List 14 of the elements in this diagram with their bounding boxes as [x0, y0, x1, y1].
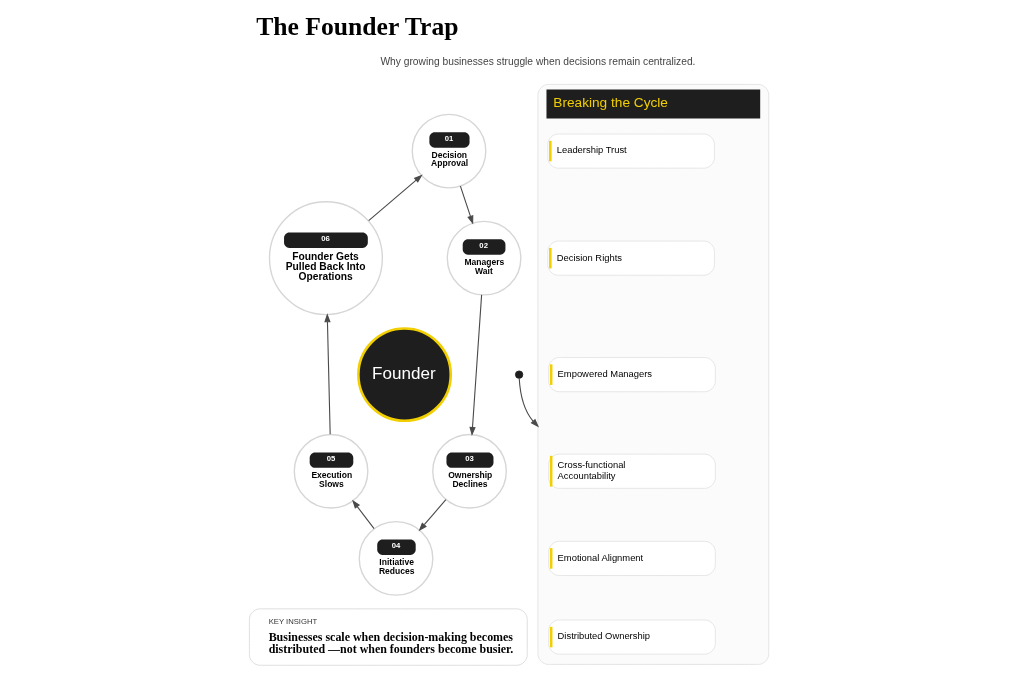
arrow	[459, 185, 473, 225]
label: Why growing businesses struggle when decisions remain centralized.	[379, 55, 695, 67]
node-circle: Founder	[356, 327, 452, 423]
node-circle: 02 Managers Wait	[446, 220, 521, 296]
arrow	[418, 499, 446, 532]
node-circle: 03 Ownership Declines	[431, 433, 507, 509]
arrow	[351, 499, 375, 530]
node-box: KEY INSIGHT Businesses scale when decision-making becomes distributed —not when founders become busier.	[248, 608, 528, 666]
arrow	[518, 377, 539, 428]
arrow	[468, 294, 482, 436]
diagram-title: The Founder Trap	[255, 11, 458, 41]
arrow	[367, 174, 423, 222]
node-circle: 06 Founder Gets Pulled Back Into Operations	[268, 201, 383, 316]
arrow	[323, 313, 331, 435]
